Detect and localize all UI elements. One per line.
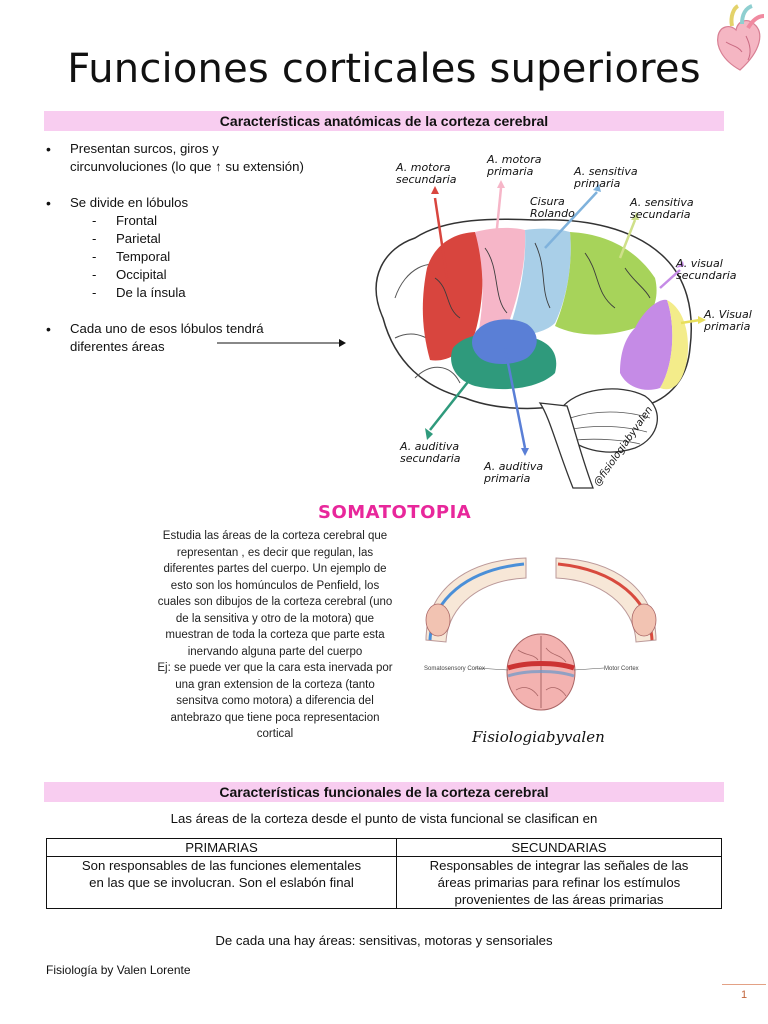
lobe-item: Occipital [46,266,366,284]
table-cell-primarias: Son responsables de las funciones elemen… [46,856,397,909]
bullet-surcos: Presentan surcos, giros y circunvolucion… [46,140,366,176]
brain-illustration [375,180,706,489]
table-header-primarias: PRIMARIAS [46,838,397,857]
homunculus-label-sensory: Somatosensory Cortex [424,666,486,672]
areas-summary: De cada una hay áreas: sensitivas, motor… [215,933,553,948]
section-heading-functional: Características funcionales de la cortez… [44,782,724,802]
somatotopia-description: Estudia las áreas de la corteza cerebral… [157,530,393,740]
lobe-item: Parietal [46,230,366,248]
lobe-item: De la ínsula [46,284,366,302]
page-number-rule [722,984,766,985]
area-motor-primary [475,227,526,350]
table-cell-secundarias: Responsables de integrar las señales de … [395,856,723,909]
bullet-areas: Cada uno de esos lóbulos tendrá diferent… [46,320,366,356]
bullet-lobulos: Se divide en lóbulos [46,194,366,212]
table-header-secundarias: SECUNDARIAS [395,838,723,857]
areas-table: PRIMARIAS SECUNDARIAS Son responsables d… [46,838,723,909]
section-heading-anatomy: Características anatómicas de la corteza… [44,111,724,131]
area-sensory-secondary [555,232,657,335]
signature-fisiologiabyvalen: Fisiologiabyvalen [472,728,605,746]
homunculus-label-motor: Motor Cortex [604,666,639,672]
area-sensory-primary [507,228,571,336]
footer-author: Fisiología by Valen Lorente [46,963,191,977]
lobe-item: Frontal [46,212,366,230]
homunculus-figure [425,557,657,711]
page-number: 1 [740,989,748,1001]
page-title: Funciones corticales superiores [67,46,701,92]
area-visual-secondary [620,299,673,390]
cerebellum [559,388,658,453]
area-motor-secondary [422,232,483,361]
somatotopia-title: SOMATOTOPIA [318,502,472,523]
heart-illustration [717,4,765,71]
lobe-item: Temporal [46,248,366,266]
arrow-right-icon [217,339,346,347]
area-auditory-primary [472,319,537,364]
anatomy-bullet-list: Presentan surcos, giros y circunvolucion… [46,140,366,356]
functional-intro: Las áreas de la corteza desde el punto d… [170,811,598,826]
